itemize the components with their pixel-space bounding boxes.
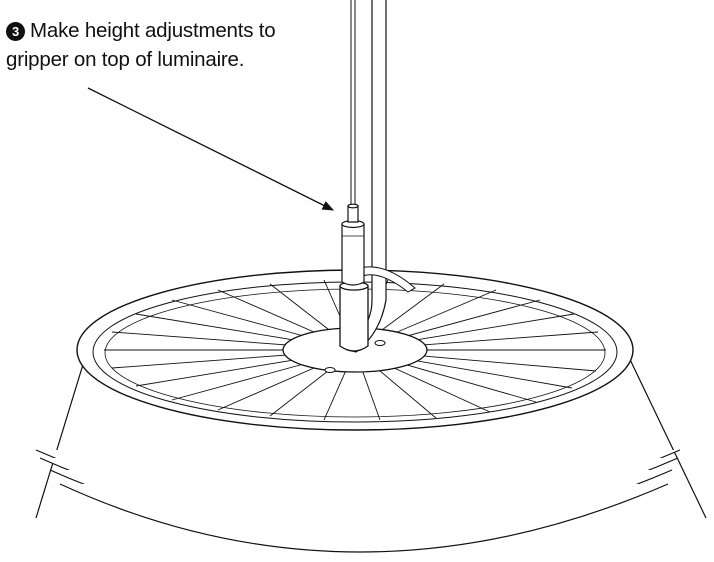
- instruction-line-2: gripper on top of luminaire.: [6, 48, 245, 71]
- support-pipe: [339, 281, 369, 352]
- mounting-screw-right: [374, 340, 386, 346]
- suspension-cable: [350, 0, 356, 205]
- instruction-caption: 3 Make height adjustments to gripper on t…: [6, 16, 336, 74]
- callout-arrow: [87, 87, 335, 211]
- gripper: [341, 203, 365, 286]
- cable-loop: [359, 266, 416, 293]
- instruction-line-1: Make height adjustments to: [30, 19, 276, 42]
- step-number-badge: 3: [6, 22, 25, 41]
- mounting-screw-left: [324, 367, 336, 373]
